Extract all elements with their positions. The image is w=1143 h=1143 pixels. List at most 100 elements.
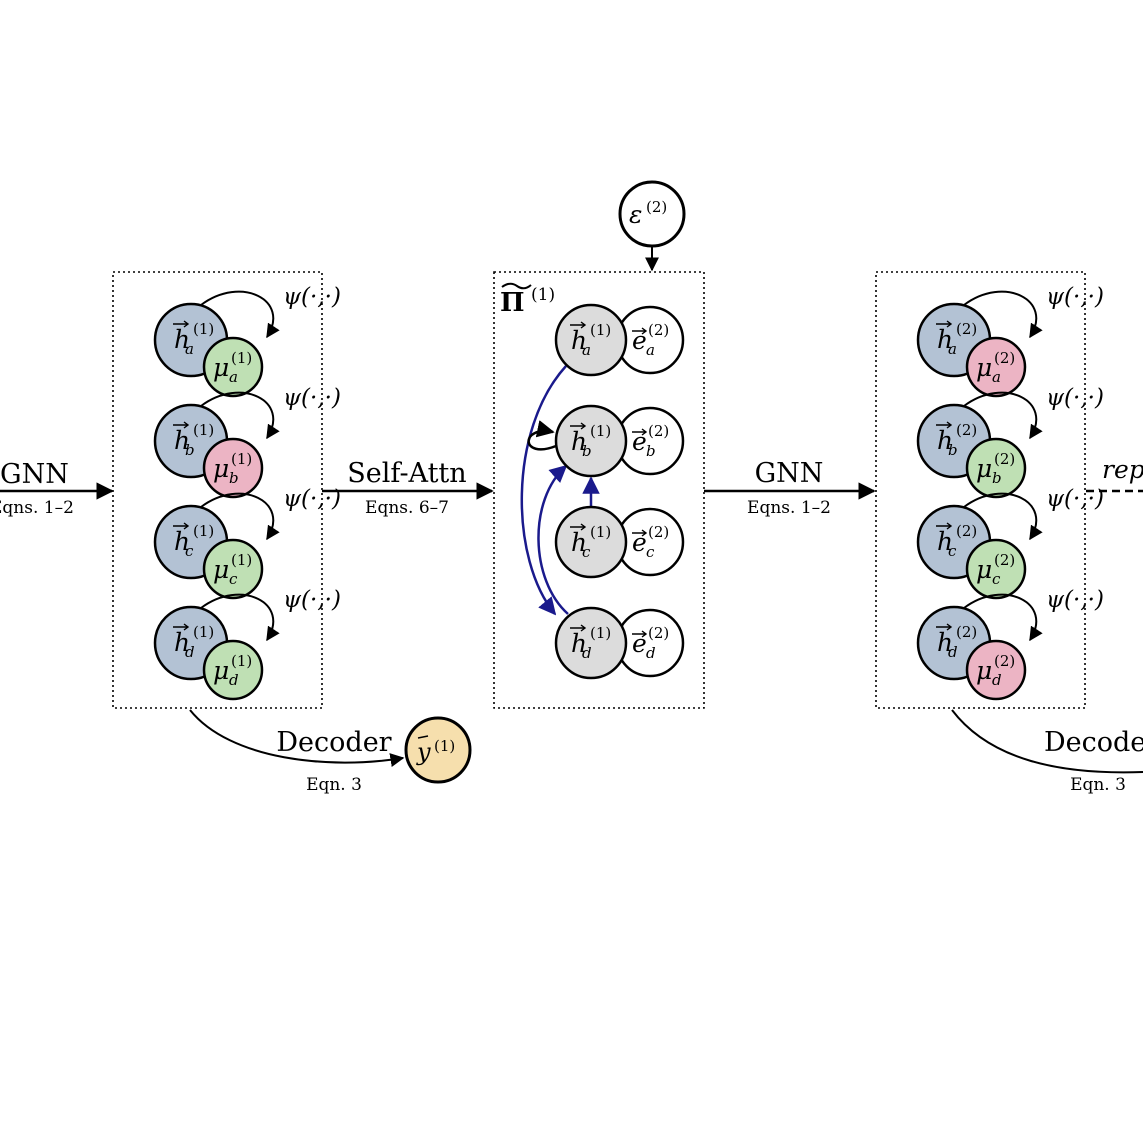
mu-subscript: c	[229, 570, 238, 588]
h-subscript: a	[948, 340, 957, 358]
mu-subscript: c	[992, 570, 1001, 588]
psi-label: ψ(·,·)	[1046, 385, 1104, 411]
psi-label: ψ(·,·)	[283, 587, 341, 613]
h-subscript: a	[582, 341, 591, 359]
h-superscript: (1)	[193, 320, 214, 338]
h-node-a	[554, 303, 628, 377]
mu-superscript: (1)	[231, 551, 252, 569]
e-subscript: b	[646, 442, 656, 460]
psi-label: ψ(·,·)	[283, 385, 341, 411]
decoder-1: Decoder Eqn. 3 y (1)	[189, 709, 472, 795]
psi-label: ψ(·,·)	[1046, 486, 1104, 512]
epsilon-superscript: (2)	[646, 198, 667, 216]
mu-node-a	[965, 336, 1027, 398]
repeat-label: repeat	[1102, 455, 1143, 484]
h-subscript: b	[948, 441, 958, 459]
attn-arrow-a-to-d	[520, 365, 567, 616]
mu-subscript: a	[229, 368, 238, 386]
psi-self-loop	[963, 290, 1043, 339]
decoder-1-eqn: Eqn. 3	[306, 775, 362, 795]
output-y-symbol: y	[416, 738, 431, 766]
h-symbol: h	[937, 325, 953, 354]
h-symbol: h	[571, 528, 587, 557]
attn-self-loop-b	[527, 420, 557, 451]
mu-node-c	[202, 538, 264, 600]
h-subscript: c	[582, 543, 591, 561]
h-subscript: c	[185, 542, 194, 560]
pi-symbol: Π	[500, 288, 525, 318]
gnn-mid-eqn: Eqns. 1–2	[747, 498, 831, 518]
h-symbol: h	[174, 527, 190, 556]
gnn-edge-mid: GNN Eqns. 1–2	[704, 458, 876, 518]
mu-superscript: (2)	[994, 349, 1015, 367]
psi-self-loop	[200, 593, 280, 642]
mu-node-d	[202, 639, 264, 701]
h-superscript: (2)	[956, 623, 977, 641]
h-superscript: (2)	[956, 522, 977, 540]
repeat-edge: repeat	[1086, 455, 1143, 493]
output-y-node: y (1)	[404, 716, 472, 784]
h-subscript: c	[948, 542, 957, 560]
psi-self-loop	[963, 593, 1043, 642]
psi-label: ψ(·,·)	[1046, 587, 1104, 613]
mu-symbol: μ	[976, 656, 992, 685]
h-node-c	[554, 505, 628, 579]
mu-superscript: (1)	[231, 652, 252, 670]
mu-symbol: μ	[976, 353, 992, 382]
gnn-mid-label: GNN	[755, 458, 824, 489]
mu-superscript: (1)	[231, 450, 252, 468]
h-node-b	[554, 404, 628, 478]
h-symbol: h	[174, 325, 190, 354]
h-subscript: d	[185, 643, 195, 661]
e-superscript: (2)	[648, 624, 669, 642]
h-symbol: h	[571, 427, 587, 456]
h-symbol: h	[937, 628, 953, 657]
attention-arrows	[520, 365, 600, 616]
gnn-left-eqn: Eqns. 1–2	[0, 498, 74, 518]
h-symbol: h	[937, 426, 953, 455]
epsilon-symbol: ε	[629, 200, 642, 229]
h-superscript: (1)	[590, 422, 611, 440]
pi-superscript: (1)	[531, 285, 555, 305]
psi-self-loop	[200, 391, 280, 440]
block-2-frame	[493, 271, 705, 709]
h-symbol: h	[571, 629, 587, 658]
psi-label: ψ(·,·)	[283, 284, 341, 310]
h-superscript: (2)	[956, 421, 977, 439]
h-subscript: b	[582, 442, 592, 460]
h-superscript: (1)	[193, 623, 214, 641]
e-superscript: (2)	[648, 523, 669, 541]
mu-superscript: (2)	[994, 652, 1015, 670]
decoder-2-eqn: Eqn. 3	[1070, 775, 1126, 795]
output-y-superscript: (1)	[434, 737, 455, 755]
h-symbol: h	[174, 628, 190, 657]
h-node-d	[554, 606, 628, 680]
h-symbol: h	[571, 326, 587, 355]
decoder-2-label: Decoder	[1044, 727, 1143, 758]
self-attn-eqn: Eqns. 6–7	[365, 498, 449, 518]
h-symbol: h	[937, 527, 953, 556]
h-superscript: (1)	[193, 421, 214, 439]
mu-superscript: (2)	[994, 551, 1015, 569]
psi-self-loop	[200, 290, 280, 339]
decoder-1-label: Decoder	[276, 727, 391, 758]
mu-superscript: (2)	[994, 450, 1015, 468]
psi-self-loop	[963, 391, 1043, 440]
h-subscript: a	[185, 340, 194, 358]
psi-self-loop	[963, 492, 1043, 541]
h-superscript: (1)	[590, 321, 611, 339]
mu-subscript: a	[992, 368, 1001, 386]
e-subscript: c	[646, 543, 655, 561]
h-superscript: (1)	[590, 624, 611, 642]
h-superscript: (2)	[956, 320, 977, 338]
mu-node-d	[965, 639, 1027, 701]
